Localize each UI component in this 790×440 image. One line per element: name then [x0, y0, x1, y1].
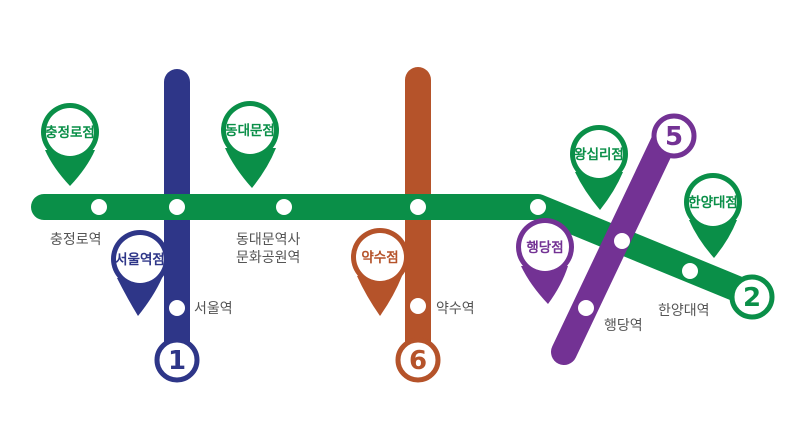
pin-wangsimni-pointer — [575, 172, 623, 210]
station-label-yaksu: 약수역 — [436, 301, 475, 317]
pin-haengdang-pointer — [521, 266, 568, 304]
pin-seoul-branch[interactable]: 서울역점 — [111, 230, 169, 316]
line-6-badge[interactable]: 6 — [395, 337, 441, 383]
station-dot-haengdang-line2 — [530, 199, 546, 215]
pin-hanyang-pointer — [689, 220, 737, 258]
pin-wangsimni-label: 왕십리점 — [574, 146, 624, 163]
line-2-badge[interactable]: 2 — [729, 274, 775, 320]
station-label-haengdang: 행당역 — [604, 318, 643, 334]
station-labels: 충정로역 서울역 동대문역사 문화공원역 약수역 행당역 한양대역 — [50, 232, 710, 334]
line-2-number: 2 — [743, 283, 761, 313]
station-dot-yaksu-line2 — [410, 199, 426, 215]
pin-chungjeongno-face — [46, 108, 94, 156]
line-1-badge-circle — [154, 337, 200, 383]
pin-dongdaemun-face — [226, 106, 274, 154]
pin-chungjeongno-branch[interactable]: 충정로점 — [41, 103, 99, 186]
pin-yaksu-label: 약수점 — [361, 249, 398, 266]
pin-haengdang-label: 행당점 — [526, 239, 563, 256]
pin-yaksu-pointer — [357, 276, 402, 316]
line-1-number: 1 — [168, 346, 186, 376]
line-1-badge[interactable]: 1 — [154, 337, 200, 383]
station-dot-haengdang — [578, 300, 594, 316]
line-6-number: 6 — [409, 346, 427, 376]
line-5-badge[interactable]: 5 — [651, 113, 697, 159]
station-dot-yaksu — [410, 298, 426, 314]
pin-wangsimni-face — [575, 130, 623, 178]
line-5-number: 5 — [665, 122, 683, 152]
pin-yaksu-face — [356, 233, 404, 281]
station-label-dongdaemun-2: 문화공원역 — [236, 250, 300, 266]
station-label-dongdaemun-1: 동대문역사 — [236, 232, 301, 248]
station-label-hanyang: 한양대역 — [658, 303, 710, 319]
line-2-badge-circle — [729, 274, 775, 320]
pin-chungjeongno-label: 충정로점 — [45, 124, 95, 141]
pin-haengdang-branch[interactable]: 행당점 — [516, 218, 574, 304]
line-6-badge-circle — [395, 337, 441, 383]
line-5-badge-circle — [651, 113, 697, 159]
station-dot-wangsimni — [614, 233, 630, 249]
pin-hanyang-face — [689, 178, 737, 226]
pin-seoul-pointer — [117, 278, 162, 316]
station-label-chungjeongno: 충정로역 — [50, 232, 102, 248]
station-label-seoul: 서울역 — [194, 301, 233, 317]
station-dot-dongdaemun — [276, 199, 292, 215]
station-dot-hanyang — [682, 263, 698, 279]
pin-seoul-label: 서울역점 — [115, 251, 165, 268]
pin-chungjeongno-pointer — [45, 150, 95, 186]
pin-hanyang-branch[interactable]: 한양대점 — [684, 173, 742, 258]
station-dot-chungjeongno — [91, 199, 107, 215]
pin-haengdang-face — [521, 223, 569, 271]
pin-dongdaemun-pointer — [225, 148, 276, 188]
station-dot-seoul-line2 — [169, 199, 185, 215]
pin-dongdaemun-branch[interactable]: 동대문점 — [221, 101, 279, 188]
pin-wangsimni-branch[interactable]: 왕십리점 — [570, 125, 628, 210]
pin-dongdaemun-label: 동대문점 — [225, 122, 275, 139]
pin-seoul-face — [116, 235, 164, 283]
station-dot-seoul — [169, 300, 185, 316]
pin-yaksu-branch[interactable]: 약수점 — [351, 228, 409, 316]
pin-hanyang-label: 한양대점 — [688, 194, 738, 211]
station-dots — [91, 199, 698, 316]
